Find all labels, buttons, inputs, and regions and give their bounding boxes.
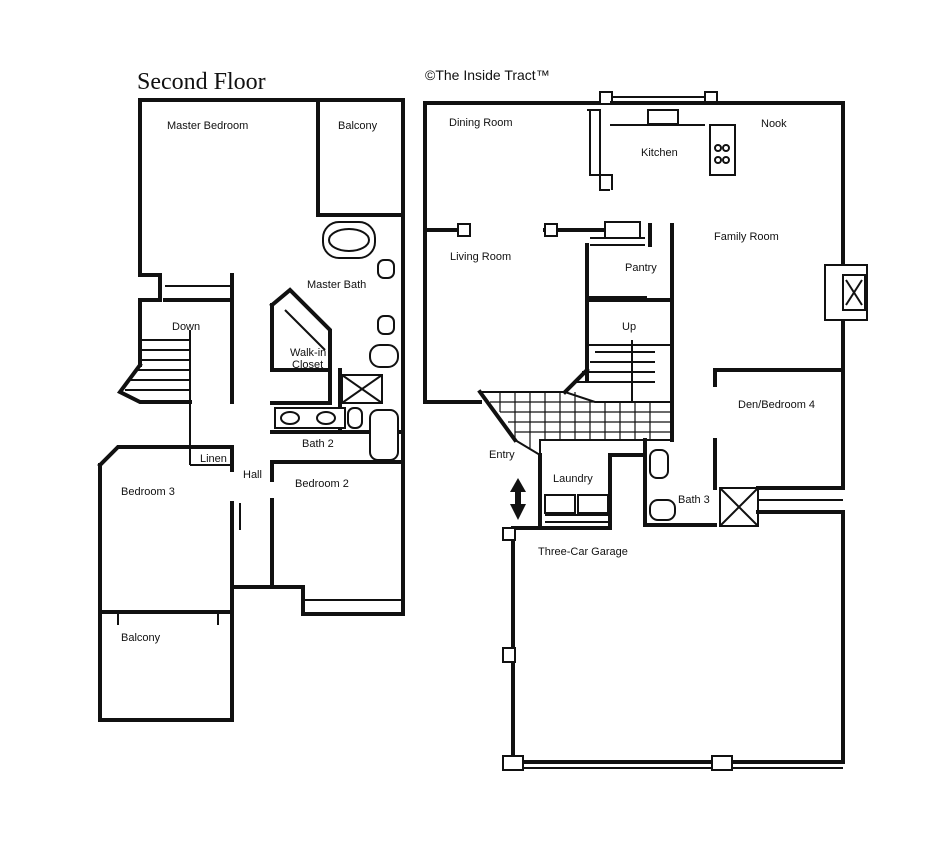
room-label-bath-2: Bath 2 [302,438,334,450]
room-label-master-bedroom: Master Bedroom [167,120,248,132]
room-label-balcony-bottom: Balcony [121,632,161,644]
room-label-nook: Nook [761,118,787,130]
room-label-hall: Hall [243,469,262,481]
room-label-entry: Entry [489,449,515,461]
room-label-living-room: Living Room [450,251,511,263]
room-label-linen: Linen [200,453,227,465]
room-label-three-car-garage: Three-Car Garage [538,546,628,558]
room-label-dining-room: Dining Room [449,117,513,129]
room-label-walk-in-closet-line1: Walk-in [290,347,326,359]
stair-label-up: Up [622,321,636,333]
north-arrow-icon [510,478,526,520]
room-label-bedroom-2: Bedroom 2 [295,478,349,490]
room-label-balcony-top: Balcony [338,120,378,132]
room-label-den-bedroom-4: Den/Bedroom 4 [738,399,815,411]
room-label-family-room: Family Room [714,231,779,243]
room-label-laundry: Laundry [553,473,593,485]
stair-label-down: Down [172,321,200,333]
copyright-credit: ©The Inside Tract™ [425,67,550,83]
room-label-bedroom-3: Bedroom 3 [121,486,175,498]
room-label-kitchen: Kitchen [641,147,678,159]
first-floor-plan [423,91,868,771]
second-floor-plan [97,98,405,722]
page-title: Second Floor [137,69,266,95]
room-label-walk-in-closet-line2: Closet [292,359,323,371]
room-label-bath-3: Bath 3 [678,494,710,506]
room-label-pantry: Pantry [625,262,657,274]
room-label-master-bath: Master Bath [307,279,366,291]
